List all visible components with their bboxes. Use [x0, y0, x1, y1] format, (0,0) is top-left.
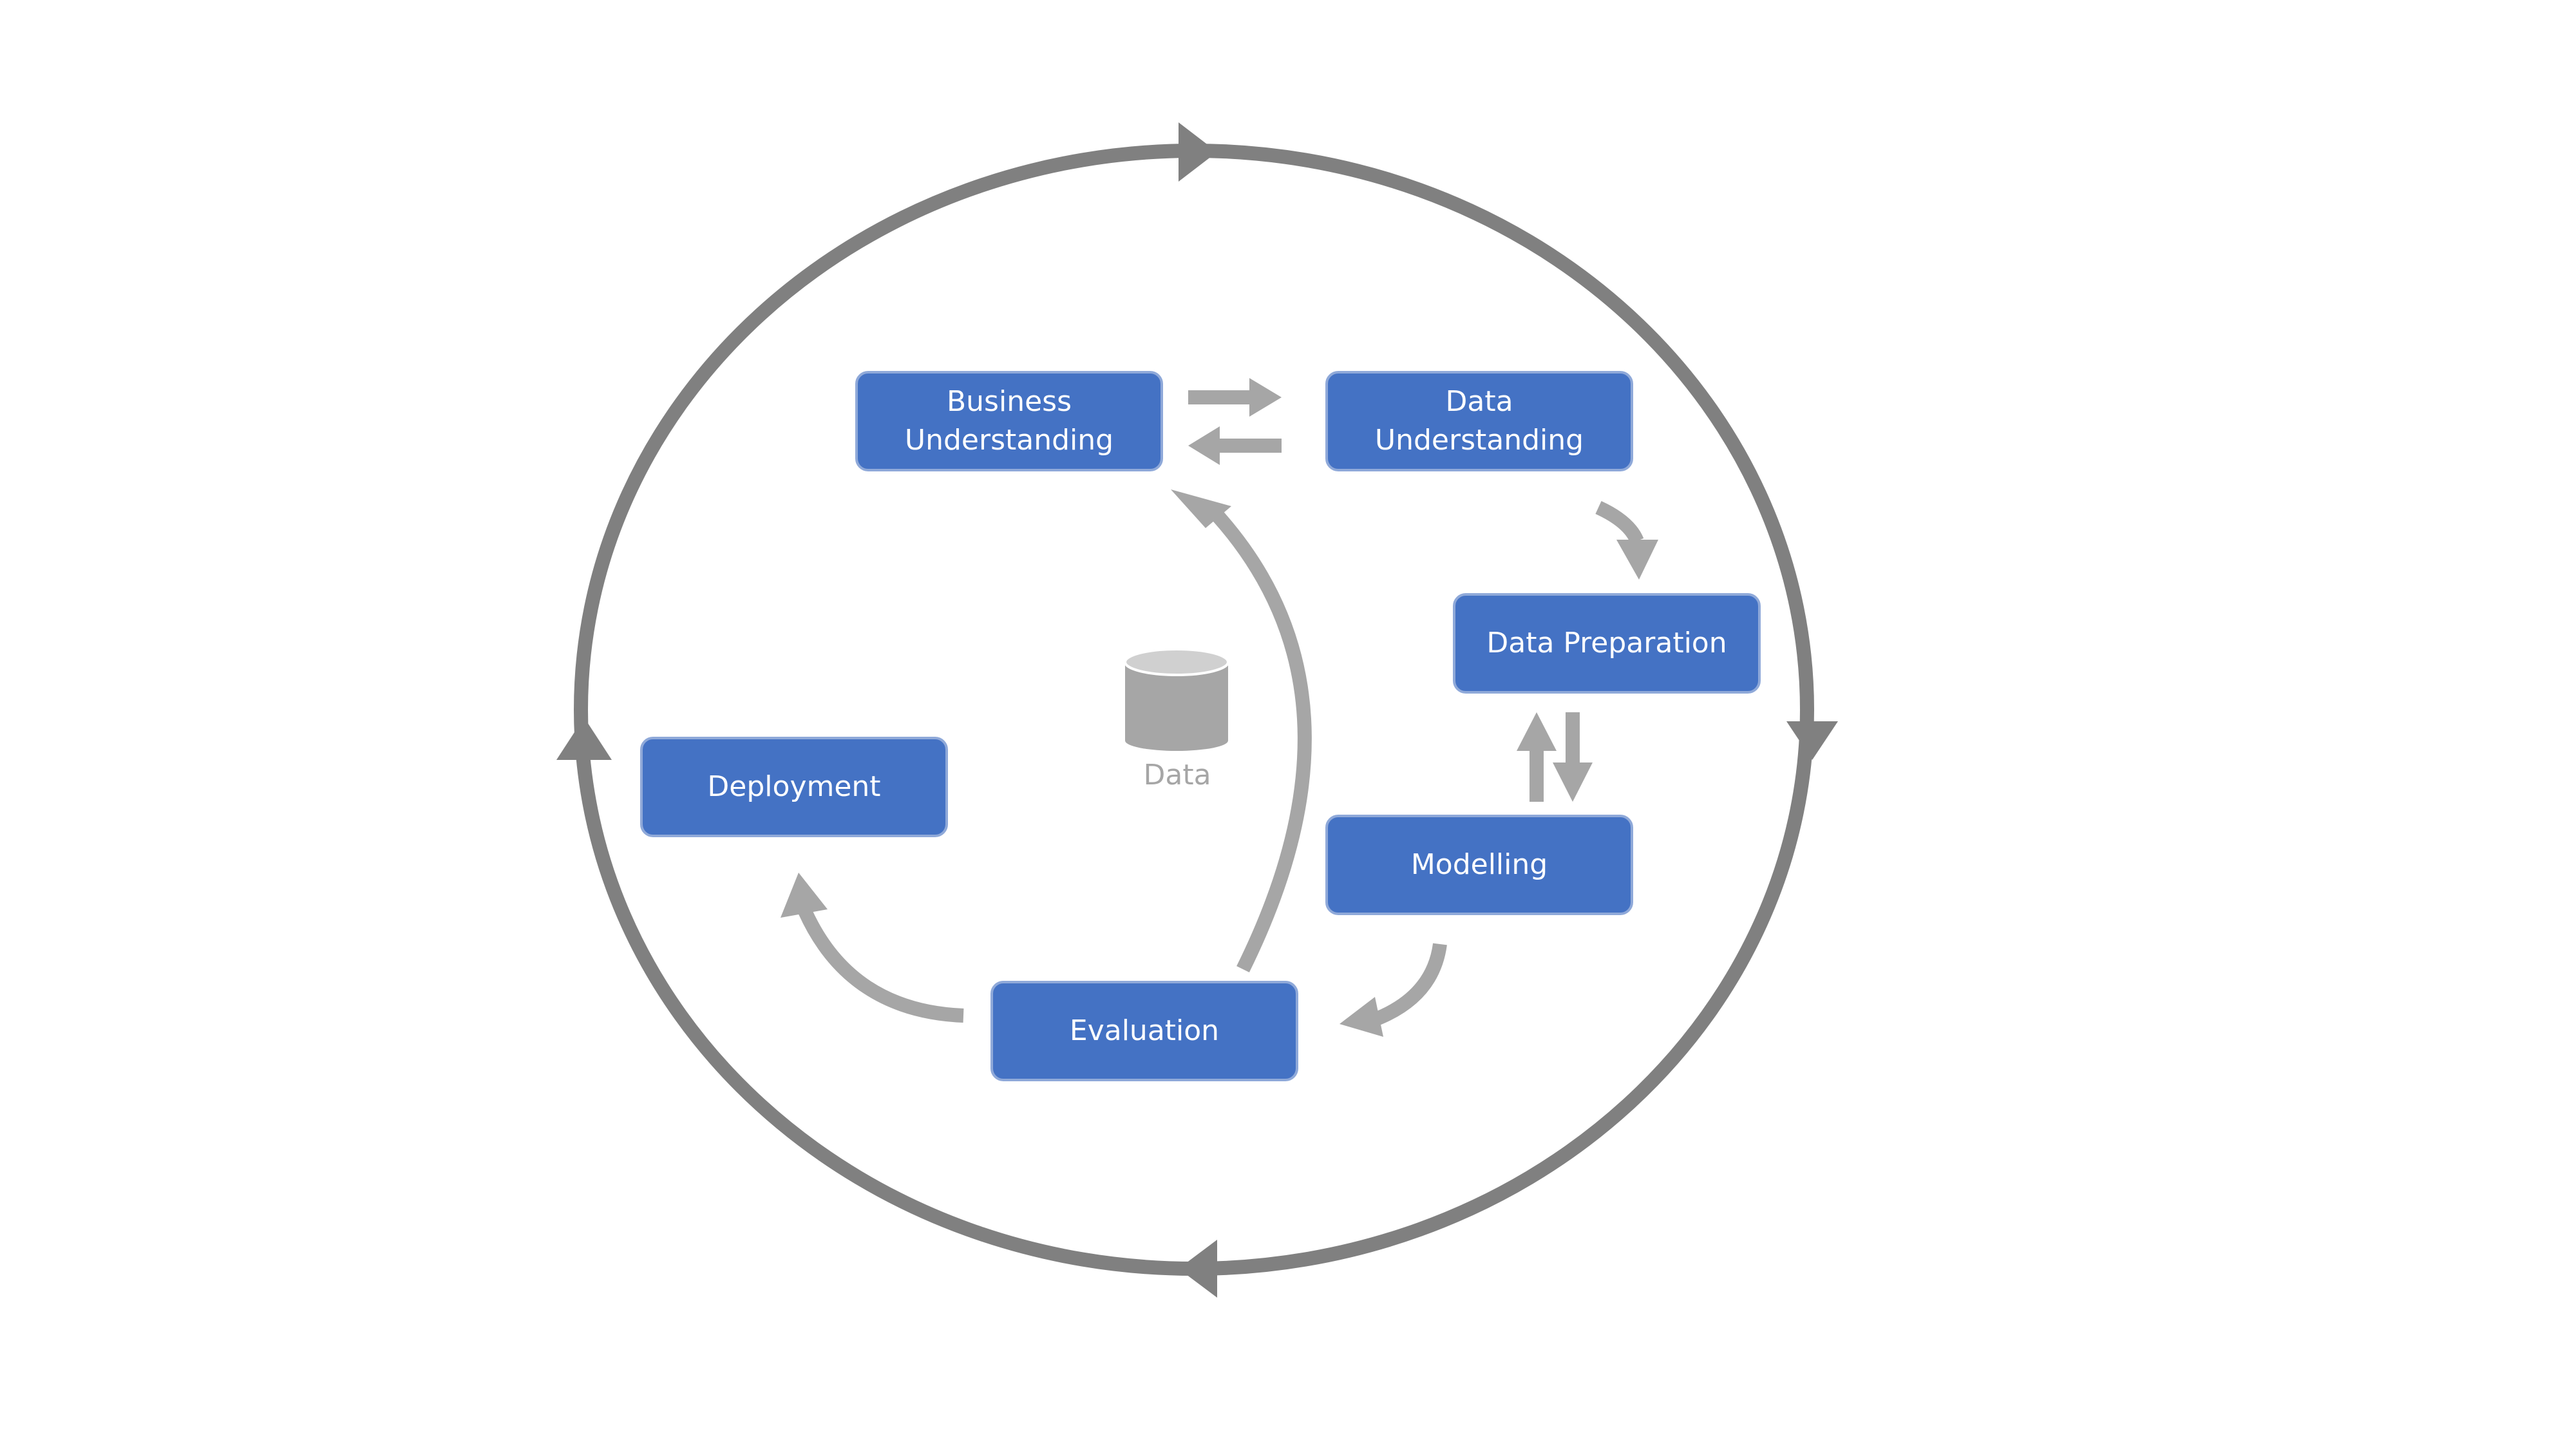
- data-store-label: Data: [1143, 759, 1211, 791]
- arrow-evaluation-to-business-head: [1171, 489, 1231, 528]
- database-cylinder-icon: [1124, 648, 1229, 751]
- outer-cycle-arrowhead-left: [556, 717, 612, 760]
- arrow-data-understanding-to-business-head: [1188, 426, 1220, 465]
- arrow-evaluation-to-business-shaft: [1211, 510, 1312, 972]
- arrow-evaluation-to-deployment-shaft: [798, 908, 964, 1023]
- node-evaluation[interactable]: Evaluation: [990, 981, 1298, 1081]
- arrow-evaluation-to-deployment-head: [781, 873, 828, 918]
- node-modelling[interactable]: Modelling: [1325, 815, 1633, 915]
- outer-cycle-arrowhead-right: [1786, 721, 1838, 760]
- node-data-preparation[interactable]: Data Preparation: [1453, 593, 1761, 694]
- node-business-understanding[interactable]: Business Understanding: [855, 371, 1163, 471]
- node-deployment[interactable]: Deployment: [640, 737, 948, 837]
- outer-cycle-arrowhead-bottom: [1179, 1240, 1217, 1298]
- arrow-modelling-to-evaluation-shaft: [1369, 943, 1447, 1028]
- node-data-understanding[interactable]: Data Understanding: [1325, 371, 1633, 471]
- arrow-data-understanding-to-preparation-head: [1616, 540, 1658, 580]
- outer-cycle-arrowhead-top: [1179, 122, 1217, 182]
- arrow-data-understanding-to-preparation-shaft: [1595, 501, 1644, 544]
- arrow-preparation-to-modelling-head: [1553, 762, 1593, 802]
- arrow-business-to-data-understanding-head: [1249, 378, 1282, 417]
- arrow-modelling-to-evaluation-head: [1340, 997, 1383, 1037]
- arrow-modelling-to-preparation-head: [1517, 712, 1557, 751]
